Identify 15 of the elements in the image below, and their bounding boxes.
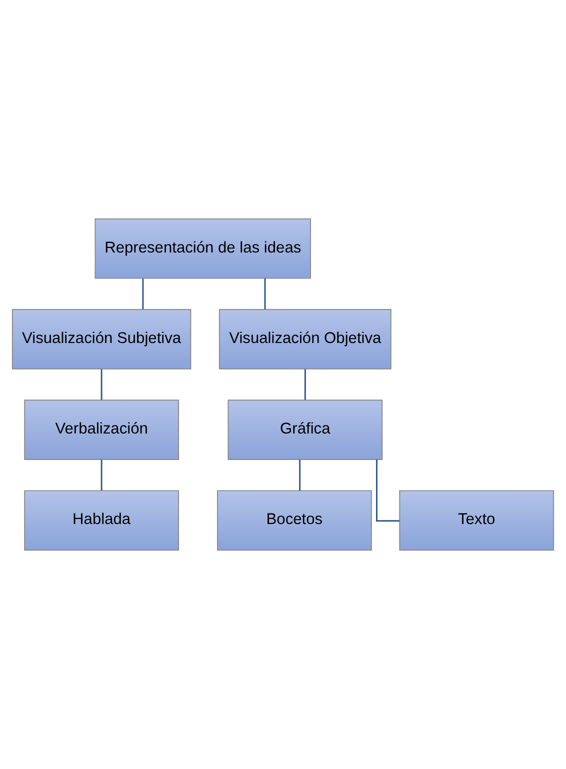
connector bbox=[304, 369, 306, 400]
node-box: Verbalización bbox=[24, 400, 180, 460]
node-box: Gráfica bbox=[228, 400, 383, 460]
connector bbox=[299, 460, 301, 490]
node-box: Representación de las ideas bbox=[94, 218, 311, 279]
node-box: Visualización Subjetiva bbox=[12, 309, 192, 370]
node-box: Hablada bbox=[24, 490, 180, 551]
connector bbox=[142, 278, 144, 310]
node-box: Texto bbox=[399, 490, 554, 551]
connector bbox=[376, 460, 400, 522]
node-box: Visualización Objetiva bbox=[218, 309, 392, 370]
connector bbox=[100, 460, 102, 490]
connector bbox=[100, 369, 102, 400]
connector bbox=[264, 278, 266, 310]
node-box: Bocetos bbox=[217, 490, 372, 551]
